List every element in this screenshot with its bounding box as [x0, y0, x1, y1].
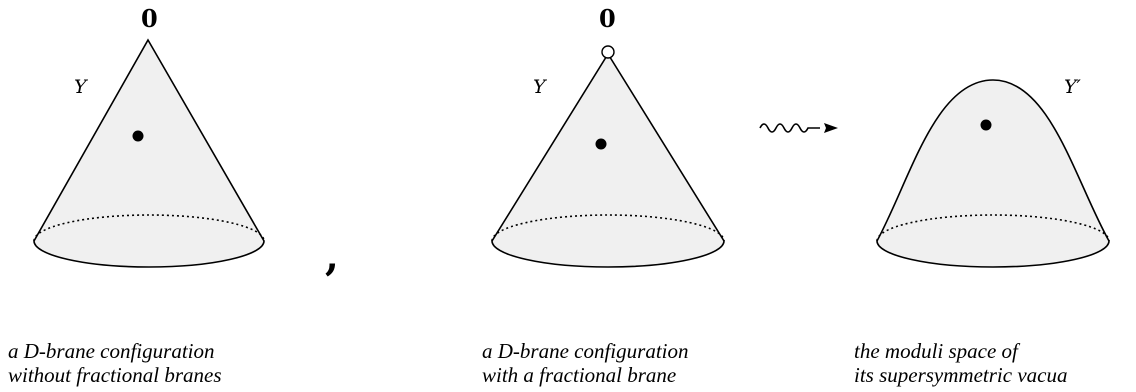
deformed-space-point	[980, 119, 992, 131]
cone-2-point	[595, 138, 607, 150]
cone-1: 0 Y	[33, 4, 265, 268]
cone-2-apex-label: 0	[599, 4, 616, 33]
cone-1-body	[33, 38, 265, 268]
cone-2-space-label: Y	[533, 76, 548, 98]
caption-2: a D-brane configuration with a fractiona…	[482, 339, 688, 387]
separator-comma: ,	[325, 233, 339, 280]
deformed-space-label: Y′	[1064, 76, 1082, 98]
cone-1-apex-label: 0	[141, 4, 158, 33]
caption-1-line-2: without fractional branes	[8, 363, 222, 387]
cone-1-space-label: Y	[74, 76, 89, 98]
caption-3-line-2: its supersymmetric vacua	[854, 363, 1068, 387]
deformation-arrow	[759, 123, 838, 133]
cone-1-point	[132, 130, 144, 142]
caption-2-line-1: a D-brane configuration	[482, 339, 689, 363]
cone-2: 0 Y	[491, 4, 725, 268]
caption-3: the moduli space of its supersymmetric v…	[854, 339, 1067, 387]
arrow-head	[824, 123, 838, 133]
cone-2-body	[491, 52, 725, 268]
deformed-space-body	[876, 79, 1110, 268]
cone-1-base-back	[33, 214, 265, 242]
cone-2-apex-marker	[601, 45, 615, 59]
deformed-space: Y′	[876, 76, 1110, 268]
caption-2-line-2: with a fractional brane	[482, 363, 677, 387]
caption-1-line-1: a D-brane configuration	[8, 339, 215, 363]
caption-1: a D-brane configuration without fraction…	[8, 339, 222, 387]
squiggle	[759, 123, 820, 133]
caption-3-line-1: the moduli space of	[854, 339, 1018, 363]
